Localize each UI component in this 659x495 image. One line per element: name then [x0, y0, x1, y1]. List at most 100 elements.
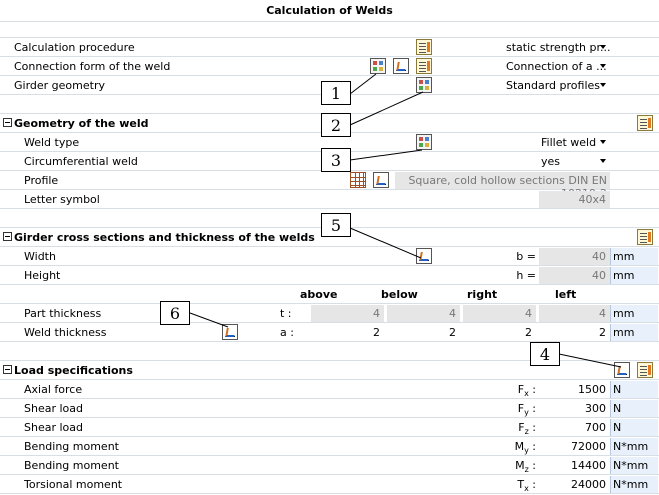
- connection-form-row: Connection form of the weld Connection o…: [0, 57, 659, 76]
- load-symbol: Tx :: [517, 478, 536, 494]
- width-label: Width: [24, 250, 56, 263]
- weld-thickness-right-input[interactable]: 2: [463, 324, 536, 341]
- callout-4: 4: [530, 342, 560, 366]
- weld-thickness-below-input[interactable]: 2: [387, 324, 460, 341]
- width-symbol: b =: [516, 250, 536, 263]
- column-header-row: above below right left: [0, 285, 659, 304]
- table-icon[interactable]: [350, 172, 366, 188]
- load-value-input[interactable]: 24000: [539, 476, 610, 493]
- chart-icon[interactable]: [222, 324, 238, 340]
- load-symbol: Fy :: [517, 402, 536, 418]
- collapse-icon[interactable]: [3, 118, 12, 127]
- load-symbol: My :: [514, 440, 536, 456]
- callout-2: 2: [321, 113, 351, 137]
- connection-form-select[interactable]: Connection of a ...: [504, 58, 608, 73]
- notes-icon[interactable]: [416, 58, 432, 74]
- leader-line-1: [349, 73, 377, 95]
- letter-symbol-label: Letter symbol: [24, 193, 100, 206]
- load-label: Axial force: [24, 383, 83, 396]
- weld-thickness-left-input[interactable]: 2: [539, 324, 610, 341]
- weld-thickness-label: Weld thickness: [24, 326, 107, 339]
- calculation-procedure-value: static strength pr...: [506, 41, 611, 54]
- weld-thickness-unit: mm: [610, 324, 658, 341]
- load-label: Shear load: [24, 421, 83, 434]
- part-thickness-label: Part thickness: [24, 307, 102, 320]
- column-left: left: [555, 288, 577, 301]
- height-label: Height: [24, 269, 61, 282]
- weld-type-label: Weld type: [24, 136, 80, 149]
- load-value-input[interactable]: 14400: [539, 457, 610, 474]
- chevron-down-icon[interactable]: [600, 45, 606, 49]
- chevron-down-icon[interactable]: [600, 140, 606, 144]
- load-value-input[interactable]: 700: [539, 419, 610, 436]
- notes-icon[interactable]: [637, 229, 653, 245]
- callout-5: 5: [321, 213, 351, 237]
- calculation-procedure-select[interactable]: static strength pr...: [504, 39, 611, 54]
- profile-row: Profile Square, cold hollow sections DIN…: [0, 171, 659, 200]
- spacer-row: [0, 342, 659, 361]
- geometry-icon[interactable]: [370, 58, 386, 74]
- connection-form-value: Connection of a ...: [506, 60, 607, 73]
- notes-icon[interactable]: [416, 39, 432, 55]
- part-thickness-left: 4: [539, 305, 610, 322]
- load-value-input[interactable]: 72000: [539, 438, 610, 455]
- notes-icon[interactable]: [637, 115, 653, 131]
- callout-3: 3: [321, 148, 351, 172]
- chevron-down-icon[interactable]: [600, 159, 606, 163]
- load-value-input[interactable]: 1500: [539, 381, 610, 398]
- collapse-icon[interactable]: [3, 365, 12, 374]
- chart-icon[interactable]: [393, 58, 409, 74]
- load-label: Shear load: [24, 402, 83, 415]
- load-unit: N*mm: [610, 476, 658, 493]
- column-right: right: [467, 288, 498, 301]
- weld-thickness-above-input[interactable]: 2: [311, 324, 384, 341]
- leader-line-4: [558, 353, 622, 368]
- weld-type-select[interactable]: Fillet weld: [539, 134, 608, 149]
- title-row: Calculation of Welds: [0, 0, 659, 22]
- geometry-section-title: Geometry of the weld: [14, 117, 149, 130]
- geometry-icon[interactable]: [416, 77, 432, 93]
- load-unit: N: [610, 419, 658, 436]
- girder-geometry-select[interactable]: Standard profiles: [504, 77, 608, 92]
- height-row: Height h = 40 mm: [0, 266, 659, 285]
- column-above: above: [300, 288, 338, 301]
- letter-symbol-row: Letter symbol 40x4: [0, 190, 659, 209]
- girder-section-title: Girder cross sections and thickness of t…: [14, 231, 315, 244]
- connection-form-label: Connection form of the weld: [14, 60, 171, 73]
- height-unit: mm: [610, 267, 658, 284]
- part-thickness-right: 4: [463, 305, 536, 322]
- load-symbol: Fx :: [517, 383, 536, 399]
- chart-icon[interactable]: [373, 172, 389, 188]
- calculation-procedure-label: Calculation procedure: [14, 41, 135, 54]
- part-thickness-row: Part thickness t : 4 4 4 4 mm: [0, 304, 659, 323]
- circumferential-select[interactable]: yes: [539, 153, 608, 168]
- chevron-down-icon[interactable]: [600, 64, 606, 68]
- column-below: below: [381, 288, 418, 301]
- load-value-input[interactable]: 300: [539, 400, 610, 417]
- chart-icon[interactable]: [416, 248, 432, 264]
- notes-icon[interactable]: [637, 362, 653, 378]
- spacer-row: [0, 22, 659, 38]
- weld-thickness-symbol: a :: [280, 326, 294, 339]
- chevron-down-icon[interactable]: [600, 83, 606, 87]
- girder-section-header: Girder cross sections and thickness of t…: [0, 228, 659, 247]
- calculation-procedure-row: Calculation procedure static strength pr…: [0, 38, 659, 57]
- load-symbol: Mz :: [515, 459, 536, 475]
- leader-line-3: [349, 149, 423, 161]
- collapse-icon[interactable]: [3, 232, 12, 241]
- part-thickness-above: 4: [311, 305, 384, 322]
- callout-1: 1: [321, 81, 351, 105]
- geometry-icon[interactable]: [416, 134, 432, 150]
- part-thickness-symbol: t :: [280, 307, 292, 320]
- girder-geometry-label: Girder geometry: [14, 79, 105, 92]
- width-row: Width b = 40 mm: [0, 247, 659, 266]
- profile-label: Profile: [24, 174, 59, 187]
- load-section-header: Load specifications: [0, 361, 659, 380]
- letter-symbol-value: 40x4: [539, 191, 610, 208]
